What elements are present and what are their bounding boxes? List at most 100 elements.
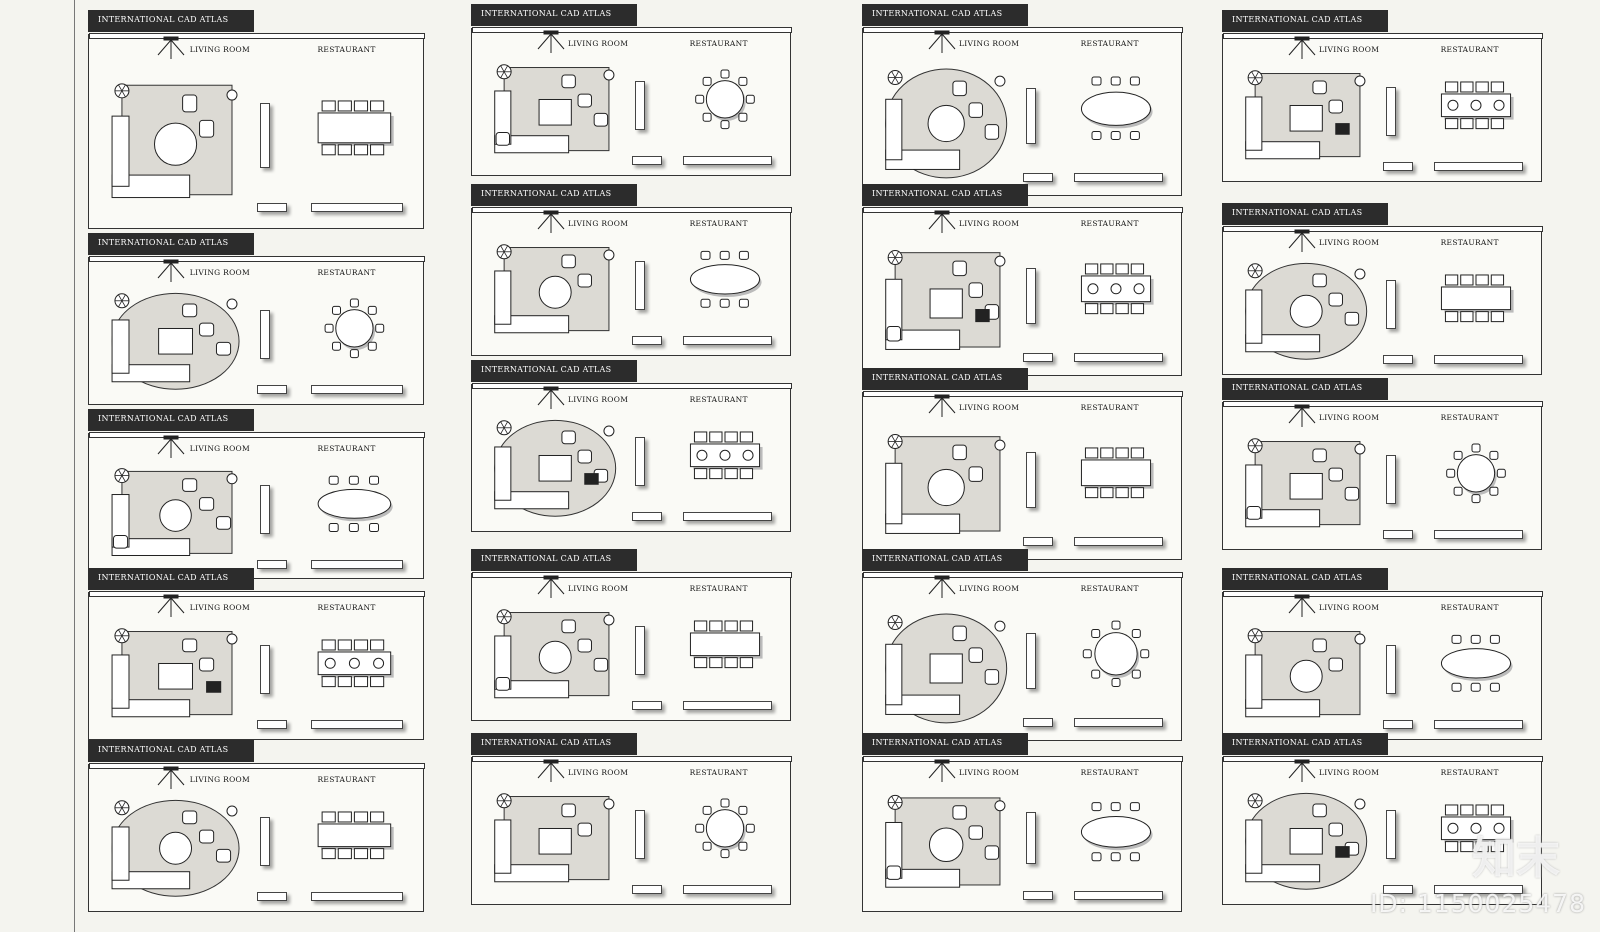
cad-sheet[interactable]: INTERNATIONAL CAD ATLAS LIVING ROOM REST…: [1222, 203, 1543, 375]
armchair: [968, 825, 983, 840]
dining-chair: [694, 94, 704, 104]
sheet-banner-title: INTERNATIONAL CAD ATLAS: [481, 738, 612, 747]
scale-bar-long: [1074, 891, 1163, 901]
restaurant-plan: [1082, 620, 1150, 688]
dining-chair: [1115, 263, 1129, 275]
restaurant-plan: [1445, 443, 1506, 504]
dining-chair: [1130, 263, 1144, 275]
dining-chair: [332, 305, 342, 315]
cad-sheet[interactable]: INTERNATIONAL CAD ATLAS LIVING ROOM REST…: [88, 10, 425, 229]
dining-chair: [1453, 450, 1463, 460]
dining-chair: [337, 100, 352, 112]
dining-chair: [1131, 628, 1141, 638]
dining-chair: [370, 676, 385, 688]
rect-table: [317, 112, 392, 144]
sofa-arm: [111, 115, 130, 187]
living-room-plan: [1245, 792, 1368, 890]
cad-sheet[interactable]: INTERNATIONAL CAD ATLAS LIVING ROOM REST…: [88, 409, 425, 579]
ceiling-lamp-icon: [928, 394, 956, 417]
dining-chair: [1489, 486, 1499, 496]
place-setting: [1447, 99, 1459, 111]
dining-chair: [1084, 447, 1099, 459]
cad-sheet[interactable]: INTERNATIONAL CAD ATLAS LIVING ROOM REST…: [1222, 733, 1543, 905]
lamp-beam: [928, 397, 943, 414]
scale-bar-short: [1023, 891, 1053, 901]
scale-bar-short: [257, 720, 287, 730]
plant-leaf: [1251, 800, 1256, 807]
living-room-label: LIVING ROOM: [189, 775, 250, 784]
dining-chair: [702, 805, 712, 815]
restaurant-plan: [317, 639, 394, 688]
side-panel: [1386, 454, 1397, 505]
dark-accent: [975, 308, 990, 322]
restaurant-plan: [1080, 263, 1154, 315]
lamp-beam: [941, 213, 956, 230]
dining-chair: [720, 69, 730, 79]
living-room-label: LIVING ROOM: [1319, 238, 1380, 247]
sheet-banner-title: INTERNATIONAL CAD ATLAS: [481, 554, 612, 563]
dining-chair: [367, 305, 377, 315]
cad-sheet[interactable]: INTERNATIONAL CAD ATLAS LIVING ROOM REST…: [1222, 568, 1543, 740]
rect-table: [317, 823, 392, 848]
cad-sheet[interactable]: INTERNATIONAL CAD ATLAS LIVING ROOM REST…: [862, 184, 1183, 376]
title-rule: [863, 27, 1183, 33]
cad-sheet[interactable]: INTERNATIONAL CAD ATLAS LIVING ROOM REST…: [471, 4, 792, 176]
cad-sheet[interactable]: INTERNATIONAL CAD ATLAS LIVING ROOM REST…: [88, 233, 425, 405]
lamp-base: [934, 759, 950, 764]
cad-sheet[interactable]: INTERNATIONAL CAD ATLAS LIVING ROOM REST…: [1222, 10, 1543, 182]
lamp-beam: [170, 438, 185, 455]
sheet-panel: LIVING ROOM RESTAURANT: [471, 572, 792, 721]
sheet-panel: LIVING ROOM RESTAURANT: [88, 256, 425, 405]
dining-chair: [324, 323, 334, 333]
dining-chair: [1082, 649, 1092, 659]
cad-sheet[interactable]: INTERNATIONAL CAD ATLAS LIVING ROOM REST…: [471, 733, 792, 905]
cad-sheet[interactable]: INTERNATIONAL CAD ATLAS LIVING ROOM REST…: [862, 549, 1183, 741]
sheet-panel: LIVING ROOM RESTAURANT: [1222, 401, 1543, 550]
sofa-arm: [111, 319, 130, 374]
sheet-panel: LIVING ROOM RESTAURANT: [862, 207, 1183, 376]
living-room-label: LIVING ROOM: [1319, 768, 1380, 777]
coffee-table: [927, 468, 965, 506]
side-table: [226, 473, 238, 485]
scale-bar-long: [310, 720, 404, 730]
cad-sheet[interactable]: INTERNATIONAL CAD ATLAS LIVING ROOM REST…: [862, 733, 1183, 912]
ceiling-lamp-icon: [1288, 759, 1316, 782]
dining-chair: [1110, 130, 1121, 140]
dining-chair: [1129, 130, 1140, 140]
sheet-panel: LIVING ROOM RESTAURANT: [1222, 33, 1543, 182]
cad-sheet[interactable]: INTERNATIONAL CAD ATLAS LIVING ROOM REST…: [471, 184, 792, 356]
coffee-table: [158, 662, 193, 690]
cad-sheet[interactable]: INTERNATIONAL CAD ATLAS LIVING ROOM REST…: [88, 568, 425, 740]
lamp-beam: [170, 39, 185, 56]
cad-sheet[interactable]: INTERNATIONAL CAD ATLAS LIVING ROOM REST…: [1222, 378, 1543, 550]
dining-chair: [353, 100, 369, 112]
sheet-banner: INTERNATIONAL CAD ATLAS: [862, 368, 1028, 390]
scale-bar-short: [1023, 173, 1053, 183]
sofa-arm: [1245, 96, 1263, 151]
cad-sheet[interactable]: INTERNATIONAL CAD ATLAS LIVING ROOM REST…: [862, 368, 1183, 560]
armchair: [561, 430, 576, 444]
living-room-label: LIVING ROOM: [1319, 603, 1380, 612]
living-room-label: LIVING ROOM: [959, 219, 1020, 228]
lamp-beam: [550, 389, 565, 406]
armchair: [199, 322, 215, 337]
side-panel: [635, 80, 646, 131]
side-panel: [1386, 279, 1397, 330]
side-table: [603, 69, 615, 81]
sheet-banner-title: INTERNATIONAL CAD ATLAS: [1232, 573, 1363, 582]
cad-sheet[interactable]: INTERNATIONAL CAD ATLAS LIVING ROOM REST…: [862, 4, 1183, 196]
armchair: [968, 282, 983, 298]
dining-chair: [353, 676, 369, 688]
title-rule: [89, 33, 425, 39]
armchair: [577, 273, 592, 288]
cad-sheet[interactable]: INTERNATIONAL CAD ATLAS LIVING ROOM REST…: [471, 549, 792, 721]
cad-sheet[interactable]: INTERNATIONAL CAD ATLAS LIVING ROOM REST…: [471, 360, 792, 532]
sheet-panel: LIVING ROOM RESTAURANT: [88, 591, 425, 740]
armchair: [984, 845, 1000, 860]
lamp-beam: [941, 578, 956, 595]
cad-sheet[interactable]: INTERNATIONAL CAD ATLAS LIVING ROOM REST…: [88, 740, 425, 912]
scale-bar-short: [632, 512, 662, 522]
dining-chair: [1129, 76, 1140, 86]
dining-chair: [1100, 487, 1114, 499]
living-room-label: LIVING ROOM: [568, 39, 629, 48]
